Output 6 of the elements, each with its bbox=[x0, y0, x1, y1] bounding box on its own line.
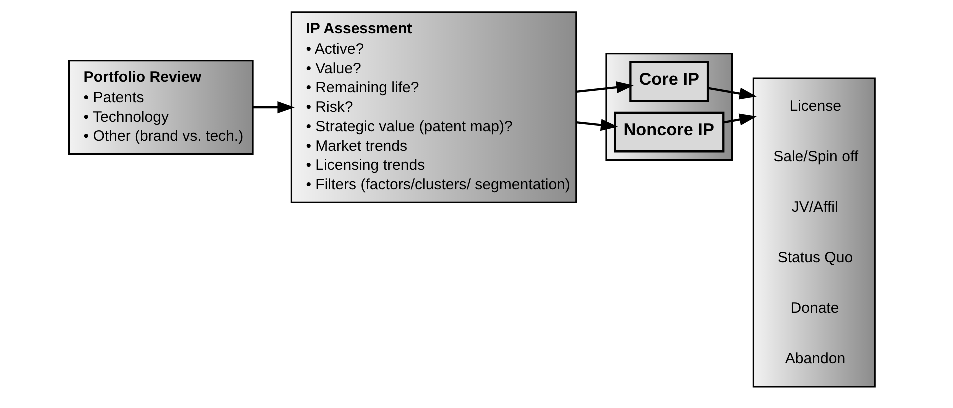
node-text: Sale/Spin off bbox=[774, 148, 859, 166]
node-text: Abandon bbox=[785, 350, 846, 368]
node-text: Status Quo bbox=[778, 250, 854, 266]
node-text: License bbox=[790, 98, 842, 116]
node-text: JV/Affil bbox=[792, 199, 838, 216]
node-text: Donate bbox=[790, 300, 840, 317]
